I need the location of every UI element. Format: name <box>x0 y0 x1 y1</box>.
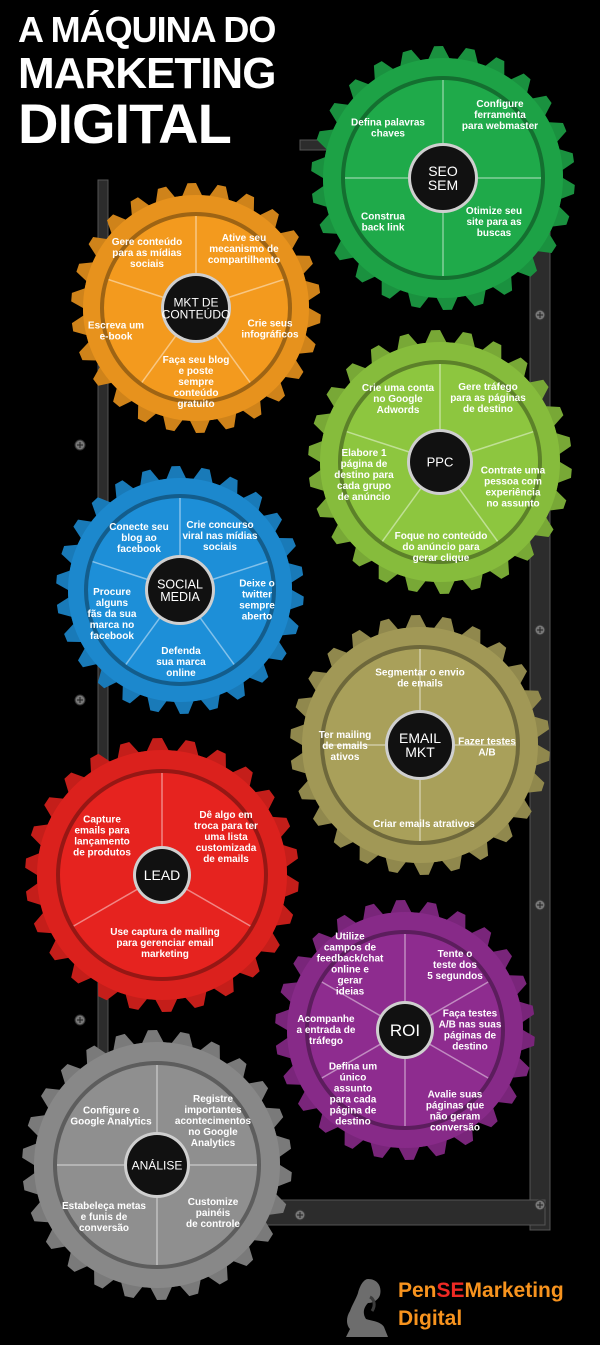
thinker-statue-icon <box>346 1279 388 1337</box>
gear-hub <box>127 1135 187 1195</box>
segment-divider <box>184 887 251 927</box>
segment-divider <box>346 431 412 454</box>
segment-divider <box>108 278 166 299</box>
gear-hub <box>148 558 212 622</box>
segment-divider <box>321 981 383 1018</box>
segment-divider <box>92 560 150 581</box>
segment-divider <box>427 1042 489 1079</box>
segment-divider <box>141 333 178 383</box>
gear-center-label: ROI <box>390 1021 420 1040</box>
gear-center-label: PPC <box>427 455 454 470</box>
segment-divider <box>214 333 251 383</box>
brand-part-1: Pen <box>398 1279 437 1302</box>
gear-hub <box>411 146 475 210</box>
gear-hub <box>164 276 228 340</box>
segment-divider <box>198 615 235 665</box>
gear-hub <box>410 432 470 492</box>
gear-center-label: LEAD <box>144 867 181 883</box>
brand-part-2: SE <box>436 1279 465 1302</box>
segment-divider <box>457 485 499 542</box>
segment-divider <box>427 981 489 1018</box>
segment-divider <box>73 887 140 927</box>
brand-line-2: Digital <box>398 1307 463 1330</box>
gear-center-label: ANÁLISE <box>132 1157 183 1172</box>
gear-hub <box>379 1004 431 1056</box>
segment-label: Criar emails atrativos <box>373 819 475 830</box>
segment-divider <box>226 278 284 299</box>
title-line-3: DIGITAL <box>18 92 232 155</box>
brand-part-3: Marketing <box>464 1279 564 1302</box>
gear-hub <box>388 713 452 777</box>
segment-divider <box>210 560 268 581</box>
segment-divider <box>468 431 534 454</box>
segment-divider <box>321 1042 383 1079</box>
title-line-2: MARKETING <box>18 49 276 98</box>
segment-divider <box>381 485 423 542</box>
gear-hub <box>136 849 188 901</box>
title-line-1: A MÁQUINA DO <box>18 9 276 50</box>
segment-divider <box>125 615 162 665</box>
